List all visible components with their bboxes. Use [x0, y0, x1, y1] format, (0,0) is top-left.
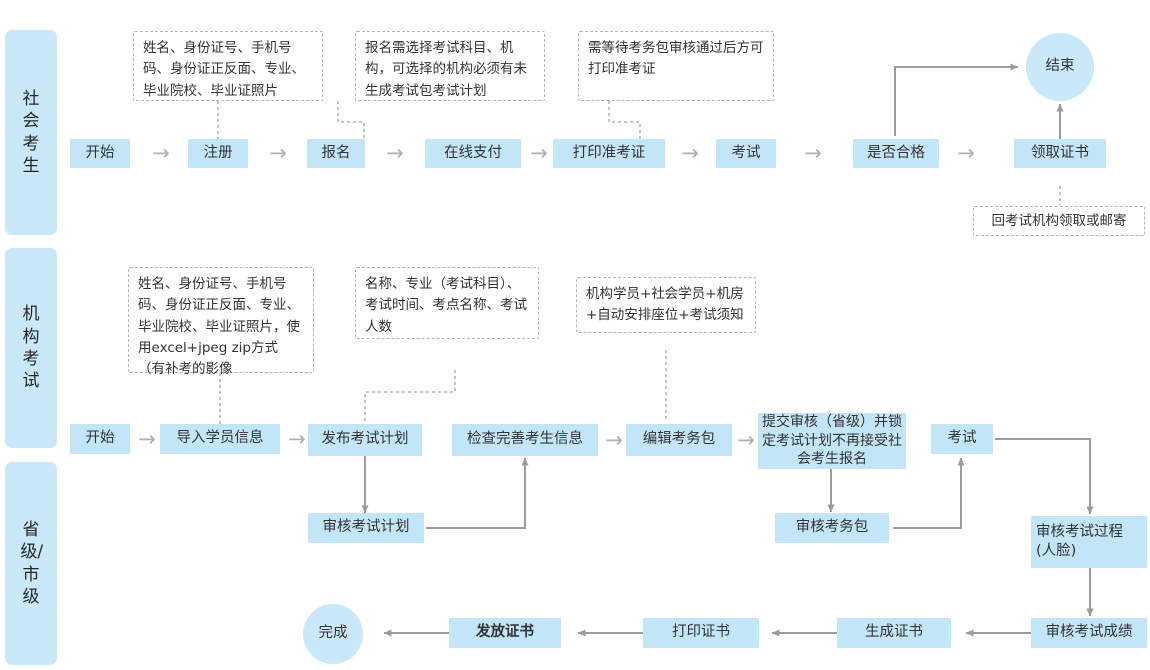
lane-province-city: 省级/市级	[5, 462, 57, 665]
node-is-qualified-label: 是否合格	[867, 144, 925, 161]
arrow-signup-to-payment: →	[371, 139, 419, 168]
arrow-icon: →	[681, 141, 699, 165]
node-issue-cert[interactable]: 发放证书	[449, 618, 561, 648]
arrow-icon: →	[737, 427, 755, 452]
node-register[interactable]: 注册	[188, 139, 248, 168]
node-check-candidate-info[interactable]: 检查完善考生信息	[452, 424, 598, 456]
node-print-cert[interactable]: 打印证书	[643, 618, 759, 648]
note-package-content-text: 机构学员+社会学员+机房+自动安排座位+考试须知	[586, 286, 744, 324]
note-import-fields-text: 姓名、身份证号、手机号码、身份证正反面、专业、毕业院校、毕业证照片，使用exce…	[138, 276, 300, 378]
arrow-admit-card-to-exam: →	[668, 139, 712, 168]
arrow-icon: →	[138, 426, 156, 451]
arrow-start-to-register: →	[140, 139, 182, 168]
lane-province-city-label: 省级/市级	[20, 519, 44, 607]
arrow-icon: →	[804, 141, 822, 165]
node-review-exam-process-label: 审核考试过程(人脸)	[1036, 523, 1123, 559]
node-collect-cert[interactable]: 领取证书	[1014, 139, 1106, 168]
node-inst-exam[interactable]: 考试	[931, 424, 993, 454]
node-inst-start-label: 开始	[85, 430, 115, 447]
node-print-admit-card-label: 打印准考证	[572, 144, 646, 161]
note-import-fields: 姓名、身份证号、手机号码、身份证正反面、专业、毕业院校、毕业证照片，使用exce…	[128, 267, 314, 377]
node-done-label: 完成	[318, 625, 348, 642]
note-register-fields: 姓名、身份证号、手机号码、身份证正反面、专业、毕业院校、毕业证照片	[133, 31, 323, 101]
node-exam-label: 考试	[731, 144, 761, 161]
node-submit-review-lock[interactable]: 提交审核（省级）并锁定考试计划不再接受社会考生报名	[758, 413, 906, 469]
note-package-content: 机构学员+社会学员+机房+自动安排座位+考试须知	[576, 277, 756, 333]
note-admit-card-rules: 需等待考务包审核通过后方可打印准考证	[578, 31, 774, 101]
node-end[interactable]: 结束	[1026, 33, 1094, 101]
arrow-icon: →	[288, 426, 306, 451]
node-edit-exam-package-label: 编辑考务包	[642, 431, 716, 448]
node-issue-cert-label: 发放证书	[476, 624, 534, 641]
note-signup-rules-text: 报名需选择考试科目、机构，可选择的机构必须有未生成考试包考试计划	[365, 40, 527, 99]
node-review-exam-plan[interactable]: 审核考试计划	[308, 513, 424, 543]
arrow-payment-to-admit-card: →	[524, 139, 554, 168]
arrow-inst-start-to-import: →	[132, 424, 162, 454]
node-inst-exam-label: 考试	[947, 430, 977, 447]
arrow-edit-to-submit: →	[734, 424, 758, 456]
note-signup-rules: 报名需选择考试科目、机构，可选择的机构必须有未生成考试包考试计划	[355, 31, 545, 101]
node-review-exam-score-label: 审核考试成绩	[1045, 624, 1133, 641]
node-end-label: 结束	[1045, 58, 1075, 75]
node-review-exam-process[interactable]: 审核考试过程(人脸)	[1031, 516, 1147, 568]
node-signup[interactable]: 报名	[307, 139, 365, 168]
arrow-check-to-edit-package: →	[600, 424, 628, 456]
note-cert-pickup-text: 回考试机构领取或邮寄	[991, 213, 1127, 229]
node-review-exam-package-label: 审核考务包	[795, 519, 869, 536]
node-exam[interactable]: 考试	[716, 139, 776, 168]
arrow-exam-to-qualified: →	[786, 139, 840, 168]
node-import-students-label: 导入学员信息	[176, 430, 264, 447]
node-import-students[interactable]: 导入学员信息	[160, 424, 280, 454]
node-review-exam-score[interactable]: 审核考试成绩	[1031, 618, 1147, 648]
arrow-icon: →	[957, 141, 975, 165]
arrow-icon: →	[530, 141, 548, 165]
note-register-fields-text: 姓名、身份证号、手机号码、身份证正反面、专业、毕业院校、毕业证照片	[143, 40, 305, 99]
node-publish-exam-plan-label: 发布考试计划	[321, 431, 409, 448]
node-register-label: 注册	[203, 144, 233, 161]
node-print-admit-card[interactable]: 打印准考证	[553, 139, 665, 168]
node-inst-start[interactable]: 开始	[70, 424, 130, 454]
node-edit-exam-package[interactable]: 编辑考务包	[626, 424, 732, 456]
node-review-exam-package[interactable]: 审核考务包	[775, 513, 889, 543]
note-exam-plan-fields: 名称、专业（考试科目）、考试时间、考点名称、考试人数	[355, 267, 539, 339]
node-publish-exam-plan[interactable]: 发布考试计划	[308, 424, 422, 456]
node-generate-cert-label: 生成证书	[865, 624, 923, 641]
arrow-register-to-signup: →	[254, 139, 302, 168]
node-online-payment[interactable]: 在线支付	[425, 139, 521, 168]
node-print-cert-label: 打印证书	[672, 624, 730, 641]
node-done[interactable]: 完成	[303, 604, 363, 664]
node-start[interactable]: 开始	[70, 139, 130, 168]
node-is-qualified[interactable]: 是否合格	[853, 139, 939, 168]
lane-social-candidate-label: 社会考生	[22, 88, 40, 176]
node-start-label: 开始	[85, 144, 115, 161]
note-cert-pickup: 回考试机构领取或邮寄	[973, 206, 1145, 236]
node-collect-cert-label: 领取证书	[1031, 144, 1089, 161]
arrow-icon: →	[269, 141, 287, 165]
arrow-icon: →	[605, 427, 623, 452]
node-submit-review-lock-label: 提交审核（省级）并锁定考试计划不再接受社会考生报名	[762, 414, 902, 468]
node-online-payment-label: 在线支付	[444, 144, 502, 161]
note-exam-plan-fields-text: 名称、专业（考试科目）、考试时间、考点名称、考试人数	[365, 276, 527, 335]
node-review-exam-plan-label: 审核考试计划	[322, 519, 410, 536]
arrow-import-to-publish: →	[283, 424, 311, 454]
node-generate-cert[interactable]: 生成证书	[837, 618, 951, 648]
note-admit-card-rules-text: 需等待考务包审核通过后方可打印准考证	[588, 40, 764, 78]
node-check-candidate-info-label: 检查完善考生信息	[467, 431, 583, 448]
lane-institution-exam-label: 机构考试	[22, 304, 40, 392]
arrow-qualified-to-collect: →	[944, 139, 988, 168]
arrow-icon: →	[152, 141, 170, 165]
lane-institution-exam: 机构考试	[5, 248, 57, 448]
arrow-icon: →	[386, 141, 404, 165]
node-signup-label: 报名	[321, 144, 351, 161]
lane-social-candidate: 社会考生	[5, 30, 57, 235]
